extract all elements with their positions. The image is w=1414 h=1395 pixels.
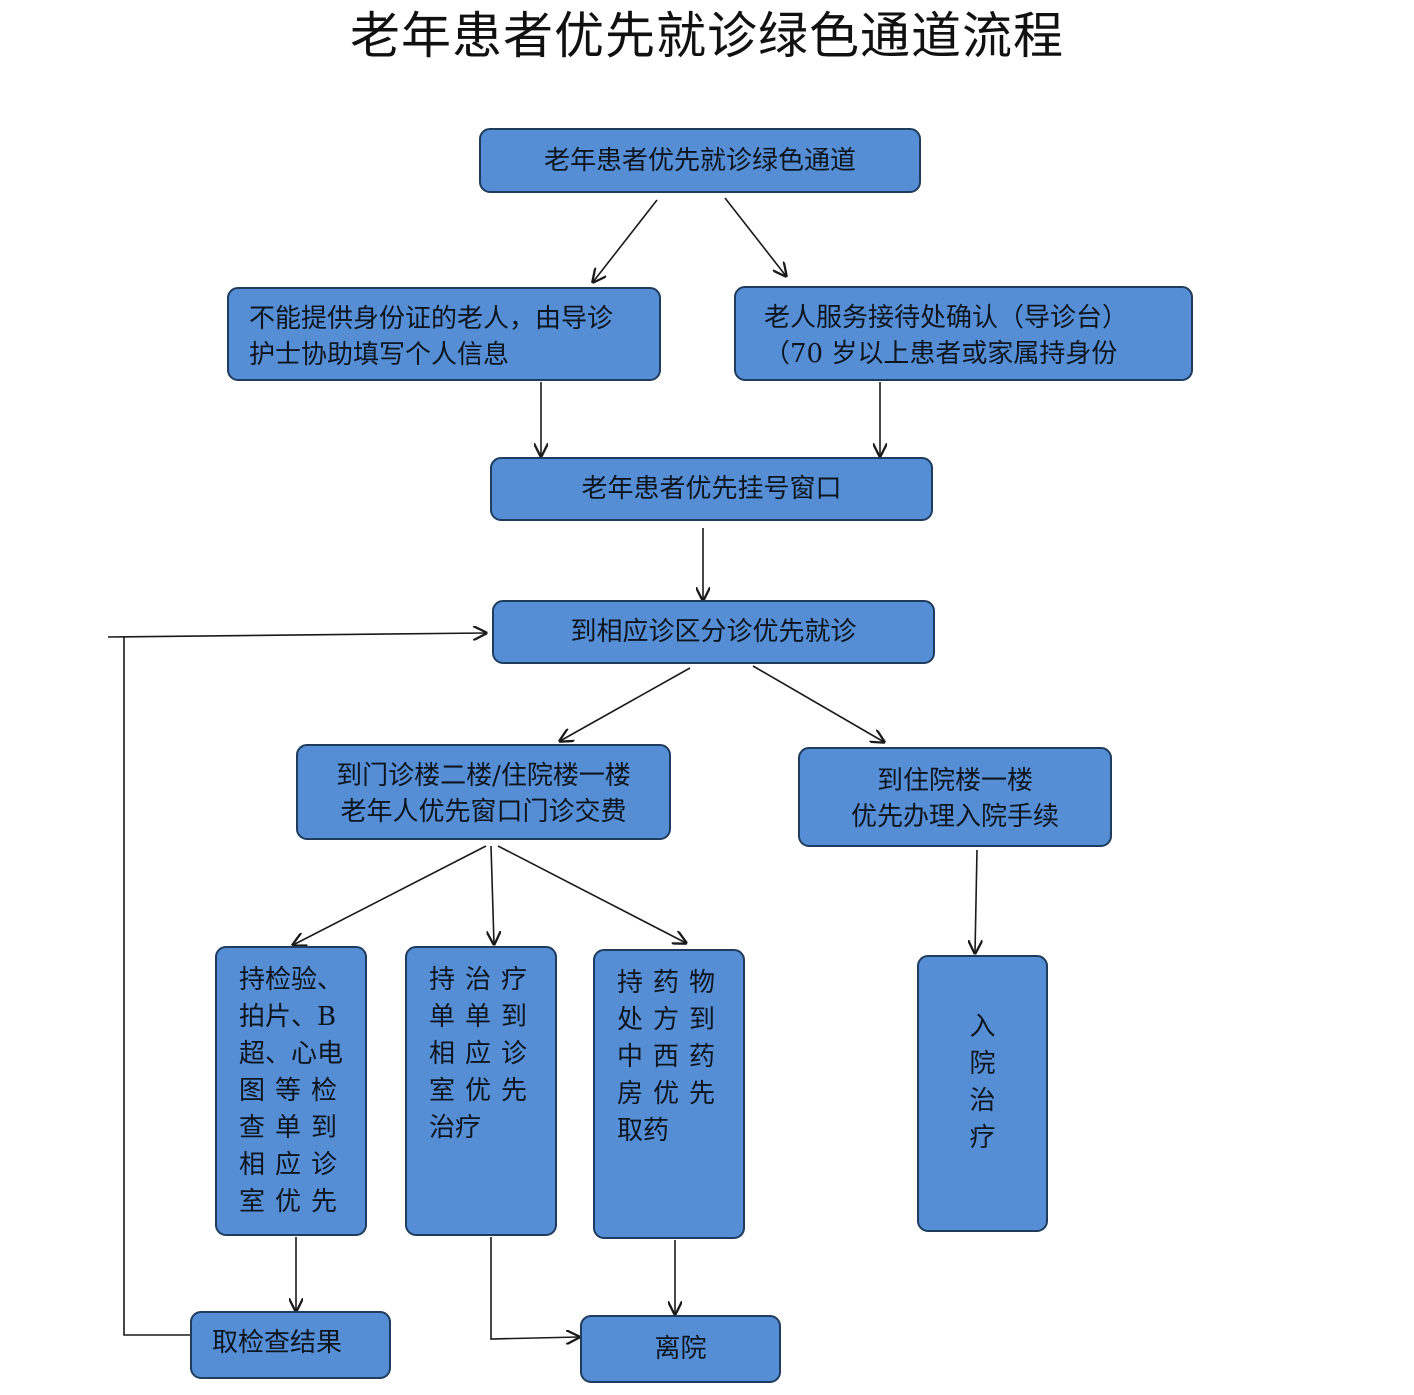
node-triage: 到相应诊区分诊优先就诊 <box>492 600 935 664</box>
node-triage-label: 到相应诊区分诊优先就诊 <box>570 617 857 647</box>
node-payment-line-2: 老年人优先窗口门诊交费 <box>340 797 627 827</box>
node-no-id-assist: 不能提供身份证的老人，由导诊 护士协助填写个人信息 <box>227 287 661 381</box>
node-inpatient-line-3: 治 <box>969 1086 996 1116</box>
node-pharmacy-line-5: 取药 <box>617 1116 670 1146</box>
page-title: 老年患者优先就诊绿色通道流程 <box>350 7 1064 65</box>
node-treatment-line-2: 单单到 <box>429 1002 538 1032</box>
node-exam-line-1: 持检验、 <box>239 965 344 995</box>
node-no-id-line-1: 不能提供身份证的老人，由导诊 <box>249 304 614 334</box>
node-pharmacy-line-1: 持药物 <box>617 968 726 998</box>
node-pharmacy-line-2: 处方到 <box>617 1005 726 1035</box>
node-pharmacy-line-4: 房优先 <box>617 1079 726 1109</box>
node-admission-line-2: 优先办理入院手续 <box>850 802 1059 832</box>
node-exam-line-6: 相应诊 <box>239 1150 348 1180</box>
arrow-treatment-to-discharge <box>490 1237 579 1339</box>
node-registration-window: 老年患者优先挂号窗口 <box>490 457 933 521</box>
node-inpatient-treatment: 入 院 治 疗 <box>917 955 1048 1232</box>
node-pharmacy-line-3: 中西药 <box>617 1042 726 1072</box>
arrow-payment-to-treatment <box>491 845 494 944</box>
node-payment-line-1: 到门诊楼二楼/住院楼一楼 <box>336 761 631 791</box>
node-exam-line-7: 室优先 <box>239 1187 348 1217</box>
node-discharge: 离院 <box>580 1315 781 1383</box>
node-inpatient-line-4: 疗 <box>969 1123 996 1153</box>
arrow-loop-to-triage <box>107 633 486 637</box>
node-admission-line-1: 到住院楼一楼 <box>876 766 1033 796</box>
node-green-channel-label: 老年患者优先就诊绿色通道 <box>543 145 856 176</box>
node-registration-label: 老年患者优先挂号窗口 <box>581 474 842 504</box>
node-treatment-line-1: 持治疗 <box>429 965 538 995</box>
node-exam-line-3: 超、心电 <box>239 1039 344 1069</box>
arrow-payment-to-pharmacy <box>497 845 686 943</box>
arrow-results-back-to-triage <box>123 637 190 1336</box>
node-no-id-line-2: 护士协助填写个人信息 <box>249 340 510 370</box>
arrow-payment-to-exam <box>293 845 487 945</box>
node-payment: 到门诊楼二楼/住院楼一楼 老年人优先窗口门诊交费 <box>296 744 671 840</box>
node-treatment-line-3: 相应诊 <box>429 1039 538 1069</box>
arrow-admission-to-inpatient <box>975 849 977 953</box>
node-reception-line-1: 老人服务接待处确认（导诊台） <box>764 303 1129 333</box>
arrow-triage-to-admission <box>752 665 884 742</box>
node-exam-line-2: 拍片、B <box>239 1002 337 1032</box>
node-reception-confirm: 老人服务接待处确认（导诊台） （70 岁以上患者或家属持身份 <box>734 286 1193 381</box>
node-exam-line-4: 图等检 <box>239 1076 348 1106</box>
arrow-triage-to-payment <box>560 667 691 741</box>
node-treatment-line-5: 治疗 <box>429 1113 482 1143</box>
node-treatment-line-4: 室优先 <box>429 1076 538 1106</box>
node-exam-results-label: 取检查结果 <box>212 1328 343 1358</box>
node-green-channel: 老年患者优先就诊绿色通道 <box>479 128 921 193</box>
node-reception-line-2: （70 岁以上患者或家属持身份 <box>764 339 1118 369</box>
arrow-start-to-no-id <box>593 199 658 282</box>
arrow-start-to-reception <box>724 197 786 276</box>
node-pharmacy: 持药物 处方到 中西药 房优先 取药 <box>593 949 745 1239</box>
node-discharge-label: 离院 <box>654 1334 707 1364</box>
node-inpatient-line-2: 院 <box>969 1049 996 1079</box>
node-treatment: 持治疗 单单到 相应诊 室优先 治疗 <box>405 946 557 1236</box>
node-inpatient-line-1: 入 <box>969 1012 996 1042</box>
node-exam-line-5: 查单到 <box>239 1113 348 1143</box>
node-exam: 持检验、 拍片、B 超、心电 图等检 查单到 相应诊 室优先 <box>215 946 367 1236</box>
node-admission: 到住院楼一楼 优先办理入院手续 <box>798 747 1112 847</box>
node-exam-results: 取检查结果 <box>190 1311 391 1379</box>
